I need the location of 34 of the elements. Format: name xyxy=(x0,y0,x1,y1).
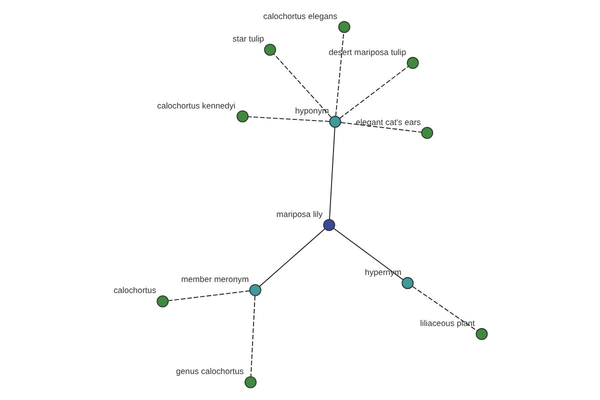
node-label: elegant cat's ears xyxy=(356,116,421,127)
node-circle xyxy=(244,376,257,388)
node-circle xyxy=(329,116,342,128)
node-label: star tulip xyxy=(232,34,264,44)
node-label: calochortus kennedyi xyxy=(157,100,236,110)
connector xyxy=(339,66,409,119)
node-circle xyxy=(323,218,336,231)
connector xyxy=(412,286,478,332)
node-circle xyxy=(402,277,414,290)
connector xyxy=(259,228,326,287)
node-circle xyxy=(406,56,419,69)
node-label: calochortus xyxy=(114,285,156,296)
connector xyxy=(333,228,404,280)
connector xyxy=(248,116,330,122)
node-label: desert mariposa tulip xyxy=(328,46,406,57)
node-circle xyxy=(476,328,488,340)
connector xyxy=(340,122,422,133)
node-label: hyponym xyxy=(295,106,329,116)
connector xyxy=(329,126,336,220)
node-circle xyxy=(236,110,249,122)
connector xyxy=(273,53,332,118)
node-label: liliaceous plant xyxy=(420,318,475,328)
connector xyxy=(250,295,256,377)
connector xyxy=(168,290,250,302)
node-circle xyxy=(338,20,350,33)
node-circle xyxy=(249,284,262,296)
node-label: member meronym xyxy=(181,274,249,284)
node-label: calochortus elegans xyxy=(263,10,338,21)
node-label: mariposa lily xyxy=(276,208,323,219)
node-label: genus calochortus xyxy=(176,366,244,376)
node-circle xyxy=(421,126,434,139)
node-circle xyxy=(264,44,276,56)
node-circle xyxy=(156,295,169,308)
connector xyxy=(335,32,344,117)
